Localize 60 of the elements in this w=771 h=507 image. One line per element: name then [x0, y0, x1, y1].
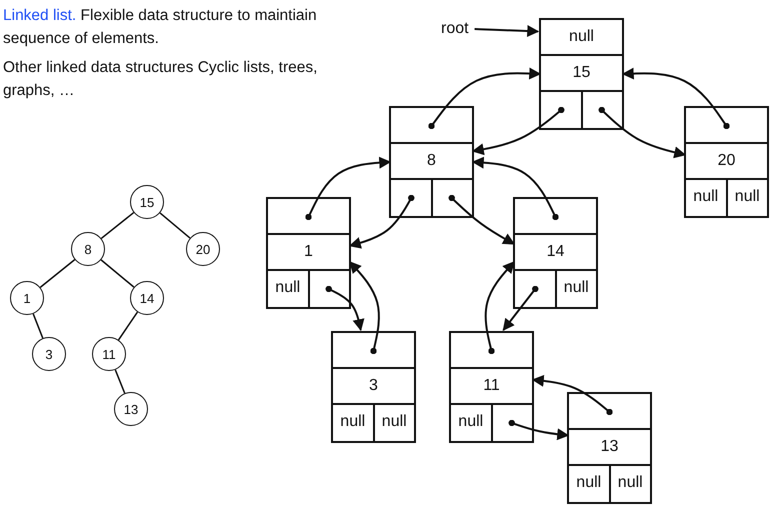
tree-node-circle: 8 — [71, 232, 105, 266]
note-paragraph: Other linked data structures Cyclic lists, trees, graphs, … — [3, 58, 318, 101]
tree-edge — [100, 212, 134, 239]
pointer-arrow — [532, 374, 613, 416]
pointer-arrow — [598, 106, 686, 158]
left-pointer: null — [686, 180, 726, 216]
tree-edge — [100, 259, 134, 288]
pointer-arrow — [472, 106, 564, 156]
tree-node-circle: 14 — [130, 281, 164, 315]
tree-node-circle: 11 — [92, 337, 126, 371]
left-pointer: null — [569, 466, 610, 502]
tree-node-circle: 13 — [114, 392, 148, 426]
pointer-arrow — [622, 68, 730, 130]
tree-node-record — [539, 18, 624, 130]
tree-node-circle: 15 — [130, 185, 164, 219]
tree-node-record — [331, 331, 416, 443]
tree-node-circle: 1 — [10, 281, 44, 315]
tree-edge — [118, 312, 138, 340]
pointer-arrow — [508, 420, 570, 440]
pointer-arrow — [326, 286, 364, 332]
key-value: 15 — [541, 56, 622, 92]
tree-node-circle: 20 — [186, 232, 220, 266]
left-pointer: null — [333, 405, 374, 441]
right-pointer: null — [374, 405, 414, 441]
key-value: 11 — [451, 369, 532, 405]
tree-node-circle: 3 — [32, 337, 66, 371]
key-value: 14 — [515, 235, 596, 271]
pointer-arrow — [348, 194, 414, 249]
pointer-arrow — [428, 68, 542, 130]
tree-node-record — [266, 197, 351, 309]
right-pointer: null — [726, 180, 767, 216]
pointer-arrow — [484, 261, 515, 354]
left-pointer: null — [451, 405, 492, 441]
key-value: 8 — [391, 144, 472, 180]
parent-pointer: null — [541, 20, 622, 56]
tree-edge — [114, 370, 126, 394]
pointer-arrow — [502, 286, 538, 331]
key-value: 1 — [268, 235, 349, 271]
pointer-arrow — [472, 156, 559, 220]
tree-edge — [40, 259, 76, 288]
right-pointer: null — [610, 466, 650, 502]
right-pointer: null — [556, 271, 596, 307]
intro-paragraph: Linked list. Flexible data structure to maintiain sequence of elements. — [3, 6, 318, 49]
tree-node-record — [449, 331, 534, 443]
pointer-arrow — [474, 25, 540, 38]
tree-edge — [32, 314, 44, 338]
key-value: 20 — [686, 144, 767, 180]
root-label: root — [441, 20, 469, 38]
tree-node-record — [684, 106, 769, 218]
left-pointer: null — [268, 271, 308, 307]
tree-node-record — [389, 106, 474, 218]
pointer-arrow — [305, 156, 392, 220]
link: Linked list. — [3, 7, 76, 24]
key-value: 3 — [333, 369, 414, 405]
pointer-arrow — [349, 261, 380, 354]
tree-edge — [160, 212, 190, 239]
pointer-arrow — [448, 194, 516, 245]
key-value: 13 — [569, 430, 650, 466]
tree-node-record — [513, 197, 598, 309]
tree-node-record — [567, 392, 652, 504]
